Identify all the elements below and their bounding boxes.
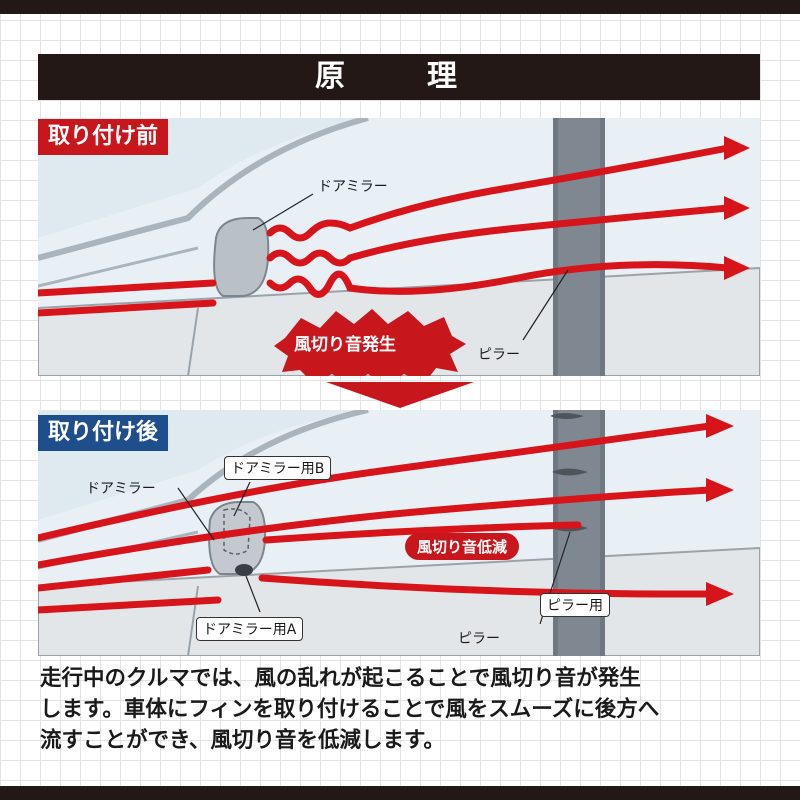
bottom-border <box>0 786 800 800</box>
after-pillar-callout: ピラー <box>458 631 500 647</box>
noise-burst-label: 風切り音発生 <box>294 335 396 355</box>
before-pillar-callout: ピラー <box>478 347 520 363</box>
mirror-fin-a-callout: ドアミラー用A <box>196 617 304 641</box>
pillar-fin-callout: ピラー用 <box>540 593 610 617</box>
description-line: 走行中のクルマでは、風の乱れが起こることで風切り音が発生 <box>40 666 641 691</box>
burst-shape <box>274 309 466 376</box>
before-illustration <box>38 118 760 376</box>
transition-arrow <box>326 382 474 408</box>
before-diagram <box>38 118 760 376</box>
description: 走行中のクルマでは、風の乱れが起こることで風切り音が発生 します。車体にフィンを… <box>40 663 764 756</box>
mirror-fin-b-callout: ドアミラー用B <box>224 456 332 480</box>
description-line: します。車体にフィンを取り付けることで風をスムーズに後方へ <box>40 697 660 722</box>
page-title: 原 理 <box>315 59 483 94</box>
before-mirror-callout: ドアミラー <box>318 179 388 195</box>
top-border <box>0 0 800 14</box>
description-line: 流すことができ、風切り音を低減します。 <box>40 728 445 753</box>
after-mirror-callout: ドアミラー <box>86 481 156 497</box>
after-label: 取り付け後 <box>38 415 169 451</box>
before-label: 取り付け前 <box>38 119 169 155</box>
title-banner: 原 理 <box>38 54 760 100</box>
noise-reduction-label: 風切り音低減 <box>405 533 520 560</box>
